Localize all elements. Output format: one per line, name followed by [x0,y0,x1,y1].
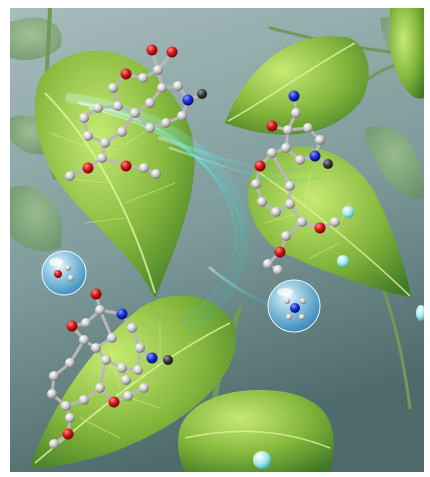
carbon-atom [95,305,105,315]
carbon-atom [303,123,313,133]
leaf-upper-right [390,8,424,99]
carbon-atom [79,335,89,345]
water-droplets [253,206,424,469]
carbon-atom [117,363,127,373]
carbon-atom [330,217,340,227]
oxygen-atom [146,44,158,56]
oxygen-atom [66,320,78,332]
oxygen-atom [108,396,120,408]
carbon-atom [95,383,105,393]
carbon-atom [315,135,325,145]
carbon-atom [139,163,149,173]
carbon-atom [145,98,155,108]
carbon-atom [297,217,307,227]
carbon-atom [161,118,171,128]
carbon-atom [47,389,57,399]
leaf-lower-left [30,295,237,468]
oxygen-atom [274,246,286,258]
carbon-atom [151,169,161,179]
carbon-atom [127,323,137,333]
carbon-atom [271,207,281,217]
nitrogen-atom [146,352,158,364]
carbon-atom [65,413,75,423]
nitrogen-atom [116,308,128,320]
carbon-atom [65,358,75,368]
leaf-bottom-right [177,389,334,472]
carbon-atom [107,333,117,343]
carbon-atom [139,383,149,393]
bond [98,308,114,340]
carbon-atom [295,155,305,165]
carbon-atom [157,83,167,93]
carbon-atom [49,371,59,381]
oxygen-atom [82,162,94,174]
carbon-atom [138,73,148,83]
oxygen-atom [314,222,326,234]
carbon-atom [123,391,133,401]
carbon-atom [108,83,118,93]
carbon-atom [79,395,89,405]
carbon-atom [251,179,261,189]
carbon-atom [281,143,291,153]
carbon-atom [145,123,155,133]
water-bubble-left [41,250,87,296]
carbon-atom [79,113,89,123]
carbon-atom [135,343,145,353]
carbon-atom [153,65,163,75]
carbon-atom [197,89,207,99]
carbon-atom [83,131,93,141]
oxygen-atom [254,160,266,172]
carbon-atom [130,108,140,118]
carbon-atom [100,138,110,148]
carbon-atom [91,343,101,353]
carbon-atom [113,101,123,111]
carbon-atom [133,365,143,375]
leaf-top-center [225,36,369,135]
carbon-atom [283,125,293,135]
nitrogen-atom [309,150,321,162]
scene-canvas [10,8,424,472]
molecule-bottom-left [47,288,173,449]
molecule-top-left [65,44,207,181]
oxygen-atom [120,160,132,172]
carbon-atom [81,318,91,328]
oxygen-atom [62,428,74,440]
oxygen-atom [266,120,278,132]
carbon-atom [121,375,131,385]
carbon-atom [267,148,277,158]
water-bubble-right [267,279,321,333]
carbon-atom [97,153,107,163]
bond [270,151,292,188]
carbon-atom [65,171,75,181]
carbon-atom [177,111,187,121]
carbon-atom [49,439,59,449]
illustration-frame [10,8,424,472]
oxygen-atom [90,288,102,300]
carbon-atom [285,199,295,209]
carbon-atom [263,259,273,269]
leaf-upper-left [34,50,195,298]
energy-swirl [65,93,321,333]
carbon-atom [273,265,283,275]
molecule-right [251,90,340,275]
oxygen-atom [166,46,178,58]
carbon-atom [173,81,183,91]
carbon-atom [61,401,71,411]
carbon-atom [281,231,291,241]
carbon-atom [101,355,111,365]
carbon-atom [257,197,267,207]
carbon-atom [93,103,103,113]
carbon-atom [285,181,295,191]
oxygen-atom [120,68,132,80]
carbon-atom [291,108,301,118]
carbon-atom [117,127,127,137]
carbon-atom [163,355,173,365]
nitrogen-atom [288,90,300,102]
carbon-atom [323,159,333,169]
nitrogen-atom [182,94,194,106]
